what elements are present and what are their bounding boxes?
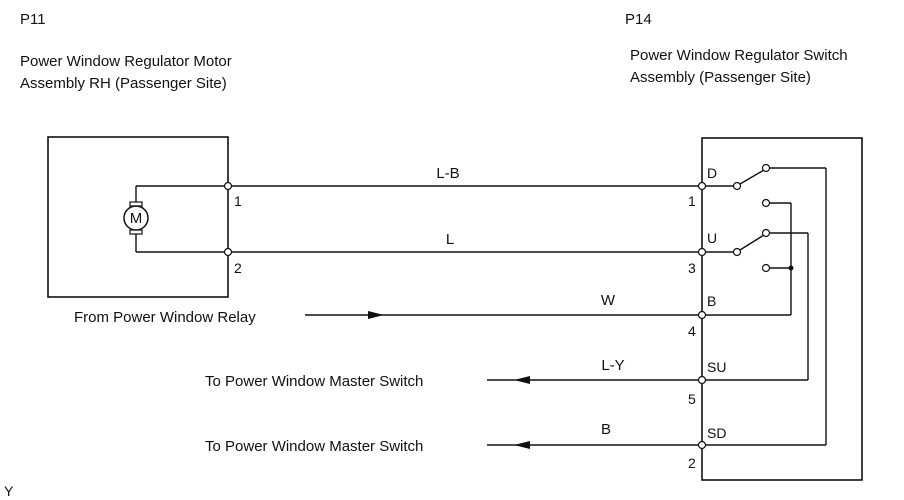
wire-color-label: L-B (436, 165, 459, 182)
p11-pin-number: 1 (234, 193, 242, 209)
p11-name-line1: Power Window Regulator Motor (20, 53, 232, 70)
arrow-out-icon (514, 376, 530, 384)
p14-terminal-name: SU (707, 359, 726, 375)
p11-pin-number: 2 (234, 260, 242, 276)
wire-color-label: W (601, 292, 616, 309)
motor-letter: M (130, 210, 143, 227)
arrow-in-icon (368, 311, 384, 319)
p11-name-line2: Assembly RH (Passenger Site) (20, 75, 227, 92)
p14-connector-id: P14 (625, 11, 652, 28)
switch-contacts (702, 163, 827, 446)
p14-terminal-name: B (707, 293, 716, 309)
p14-terminal (697, 310, 707, 320)
p14-terminal (697, 247, 707, 257)
arrow-out-icon (514, 441, 530, 449)
source-label: From Power Window Relay (74, 309, 256, 326)
destination-label: To Power Window Master Switch (205, 373, 423, 390)
p14-terminal-name: U (707, 230, 717, 246)
p14-terminal-name: SD (707, 425, 726, 441)
p14-name-line1: Power Window Regulator Switch (630, 47, 848, 64)
p11-connector-id: P11 (20, 11, 46, 28)
p14-terminal (697, 440, 707, 450)
corner-mark: Y (4, 483, 14, 499)
p14-pin-number: 1 (688, 193, 696, 209)
p14-name-line2: Assembly (Passenger Site) (630, 69, 811, 86)
p14-pin-number: 5 (688, 391, 696, 407)
p14-terminal-name: D (707, 165, 717, 181)
p14-terminal (697, 375, 707, 385)
wire-color-label: B (601, 421, 611, 438)
p11-terminal (223, 247, 233, 257)
p11-motor-box (47, 136, 229, 298)
p11-terminal (223, 181, 233, 191)
wire-color-label: L (446, 231, 454, 248)
p14-pin-number: 3 (688, 260, 696, 276)
p14-switch-box (701, 137, 863, 481)
motor-symbol: M (123, 186, 149, 252)
wire-color-label: L-Y (601, 357, 624, 374)
destination-label: To Power Window Master Switch (205, 438, 423, 455)
p14-pin-number: 4 (688, 323, 696, 339)
p14-pin-number: 2 (688, 455, 696, 471)
p14-terminal (697, 181, 707, 191)
